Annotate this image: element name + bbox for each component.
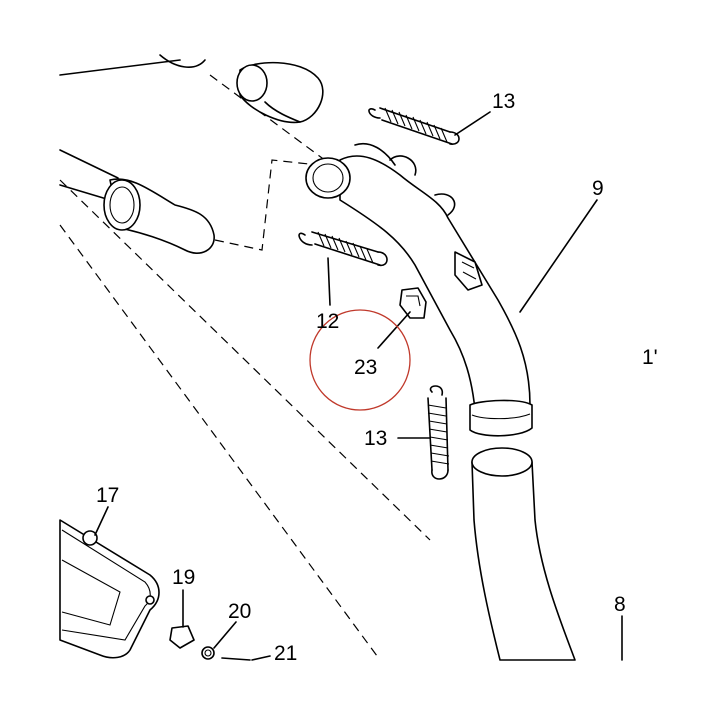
construction-line-upper [59,179,431,541]
link-dashed [214,159,319,251]
hose-fragment-top [59,54,324,124]
spring-12 [298,231,388,267]
spring-13-mid [427,385,450,480]
callout-11: 1' [642,346,658,369]
pipe-8 [471,447,576,661]
callout-17: 17 [96,484,119,507]
callout-13-mid: 13 [364,427,387,450]
callout-20: 20 [228,600,251,623]
callout-23: 23 [354,356,377,379]
callout-21: 21 [274,642,297,665]
leader-lines [94,111,623,661]
construction-line-left [59,224,381,661]
callout-8: 8 [614,593,626,616]
callout-9: 9 [592,177,604,200]
part-21 [221,657,251,661]
hose-connector-left [59,149,215,254]
callout-13-top: 13 [492,90,515,113]
highlight-circle [309,309,411,411]
callout-19: 19 [172,566,195,589]
callout-12: 12 [316,310,339,333]
part-20 [201,646,215,660]
pipe-9 [305,143,533,437]
part-23-clip [399,287,427,319]
bracket-assembly [59,519,160,659]
spring-13-top [368,107,460,145]
part-19 [169,625,195,649]
